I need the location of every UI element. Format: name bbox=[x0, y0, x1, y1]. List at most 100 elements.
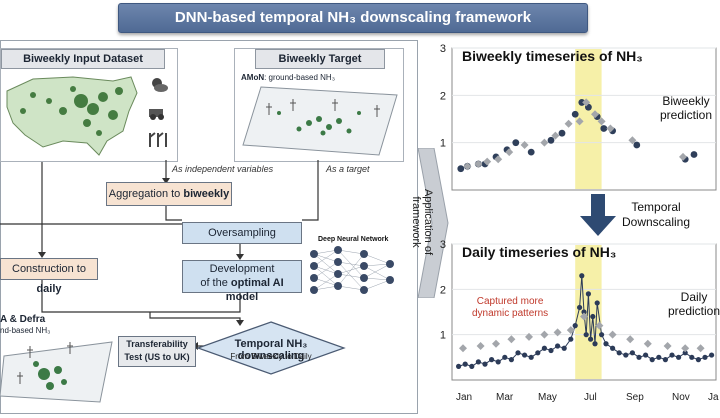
observed-point bbox=[626, 335, 635, 344]
predicted-point bbox=[577, 304, 583, 311]
biweekly-target-panel: Biweekly Target AMoN: ground-based NH₃ bbox=[234, 48, 404, 162]
observed-point bbox=[582, 98, 591, 107]
predicted-point bbox=[690, 151, 698, 158]
predicted-point bbox=[548, 347, 554, 354]
daily-chart-title: Daily timeseries of NH₃ bbox=[462, 244, 617, 260]
construction-box: Construction to daily bbox=[0, 258, 98, 295]
oversampling-box: Oversampling bbox=[182, 222, 302, 244]
predicted-point bbox=[462, 361, 468, 367]
predicted-point bbox=[457, 165, 465, 173]
development-box: Development of the optimal AI model bbox=[182, 260, 302, 303]
predicted-point bbox=[558, 129, 566, 137]
predicted-point bbox=[555, 343, 561, 349]
biweekly-chart-title: Biweekly timeseries of NH₃ bbox=[462, 48, 643, 64]
observed-point bbox=[551, 131, 560, 140]
amon-caption: AMoN: ground-based NH₃ bbox=[241, 73, 335, 82]
observed-point bbox=[597, 117, 606, 126]
daily-prediction-note: Daily prediction bbox=[668, 290, 720, 318]
observed-point bbox=[540, 138, 549, 147]
observed-point bbox=[474, 159, 483, 168]
predicted-point bbox=[662, 357, 668, 363]
as-target-caption: As a target bbox=[326, 164, 370, 174]
observed-point bbox=[494, 155, 503, 164]
as-independent-caption: As independent variables bbox=[172, 164, 274, 174]
predicted-point bbox=[682, 350, 688, 356]
observed-point bbox=[483, 157, 492, 166]
input-dataset-title: Biweekly Input Dataset bbox=[1, 49, 165, 69]
y-tick-label: 2 bbox=[440, 284, 446, 296]
predicted-point bbox=[633, 141, 641, 149]
predicted-point bbox=[610, 345, 616, 351]
predicted-point bbox=[643, 352, 649, 358]
downscaling-subtitle: From Biweekly to Daily bbox=[230, 352, 312, 361]
observed-point bbox=[681, 344, 690, 353]
observed-point bbox=[696, 344, 705, 353]
predicted-point bbox=[508, 357, 514, 363]
y-tick-label: 1 bbox=[440, 330, 446, 342]
predicted-point bbox=[695, 357, 701, 363]
y-tick-label: 2 bbox=[440, 90, 446, 102]
weather-icon bbox=[149, 75, 169, 95]
predicted-point bbox=[515, 350, 521, 356]
predicted-point bbox=[502, 354, 508, 360]
temporal-downscaling-note: Temporal Downscaling bbox=[622, 200, 691, 229]
uk-caption-1: A & Defra bbox=[0, 314, 46, 325]
observed-point bbox=[595, 321, 604, 330]
predicted-point bbox=[512, 139, 520, 147]
daily-series-line bbox=[458, 275, 712, 367]
biweekly-prediction-note: Biweekly prediction bbox=[660, 94, 713, 122]
predicted-point bbox=[599, 332, 605, 338]
land-use-icon bbox=[147, 127, 169, 149]
input-dataset-panel: Biweekly Input Dataset bbox=[0, 48, 178, 162]
observed-point bbox=[575, 117, 584, 126]
predicted-point bbox=[594, 300, 600, 306]
observed-point bbox=[643, 339, 652, 348]
month-label: Jan bbox=[456, 392, 473, 403]
predicted-point bbox=[592, 341, 598, 347]
predicted-point bbox=[656, 354, 662, 360]
observed-point bbox=[492, 339, 500, 348]
month-label: Sep bbox=[626, 392, 644, 403]
predicted-point bbox=[588, 336, 594, 342]
predicted-point bbox=[541, 345, 547, 351]
month-label: Ja bbox=[708, 392, 719, 403]
observed-point bbox=[525, 332, 533, 341]
downscaling-title: Temporal NH₃ downscaling bbox=[234, 338, 308, 362]
flow-connectors bbox=[0, 160, 319, 350]
y-tick-label: 1 bbox=[440, 138, 446, 150]
month-label: May bbox=[538, 392, 557, 403]
predicted-point bbox=[636, 354, 642, 360]
framework-title: DNN-based temporal NH₃ downscaling frame… bbox=[174, 9, 532, 26]
observed-point bbox=[520, 141, 529, 150]
predicted-point bbox=[482, 361, 488, 367]
predicted-point bbox=[571, 110, 579, 118]
agriculture-icon bbox=[147, 101, 169, 121]
application-arrow bbox=[417, 148, 449, 298]
us-map-image bbox=[6, 76, 138, 156]
downscaling-arrow-icon bbox=[580, 194, 616, 236]
predicted-point bbox=[709, 352, 715, 358]
predicted-point bbox=[616, 350, 622, 356]
y-tick-label: 3 bbox=[440, 43, 446, 55]
dnn-diagram bbox=[310, 246, 394, 294]
predicted-point bbox=[623, 352, 629, 358]
predicted-point bbox=[522, 352, 528, 358]
observed-point bbox=[476, 342, 485, 350]
transferability-box: Transferability Test (US to UK) bbox=[118, 336, 196, 367]
predicted-point bbox=[629, 350, 635, 356]
observed-point bbox=[566, 326, 575, 335]
predicted-point bbox=[649, 357, 655, 363]
dnn-label: Deep Neural Network bbox=[318, 236, 389, 243]
uk-sites-map bbox=[0, 341, 113, 403]
uk-caption-2: nd-based NH₃ bbox=[0, 326, 51, 335]
predicted-point bbox=[456, 363, 462, 369]
framework-title-banner: DNN-based temporal NH₃ downscaling frame… bbox=[118, 3, 588, 33]
aggregation-box: Aggregation to biweekly bbox=[106, 182, 232, 206]
observed-point bbox=[663, 342, 672, 350]
observed-point bbox=[459, 344, 467, 353]
predicted-point bbox=[669, 352, 675, 358]
predicted-point bbox=[495, 359, 501, 365]
month-label: Mar bbox=[496, 392, 514, 403]
month-label: Jul bbox=[584, 392, 597, 403]
observed-point bbox=[679, 152, 687, 161]
